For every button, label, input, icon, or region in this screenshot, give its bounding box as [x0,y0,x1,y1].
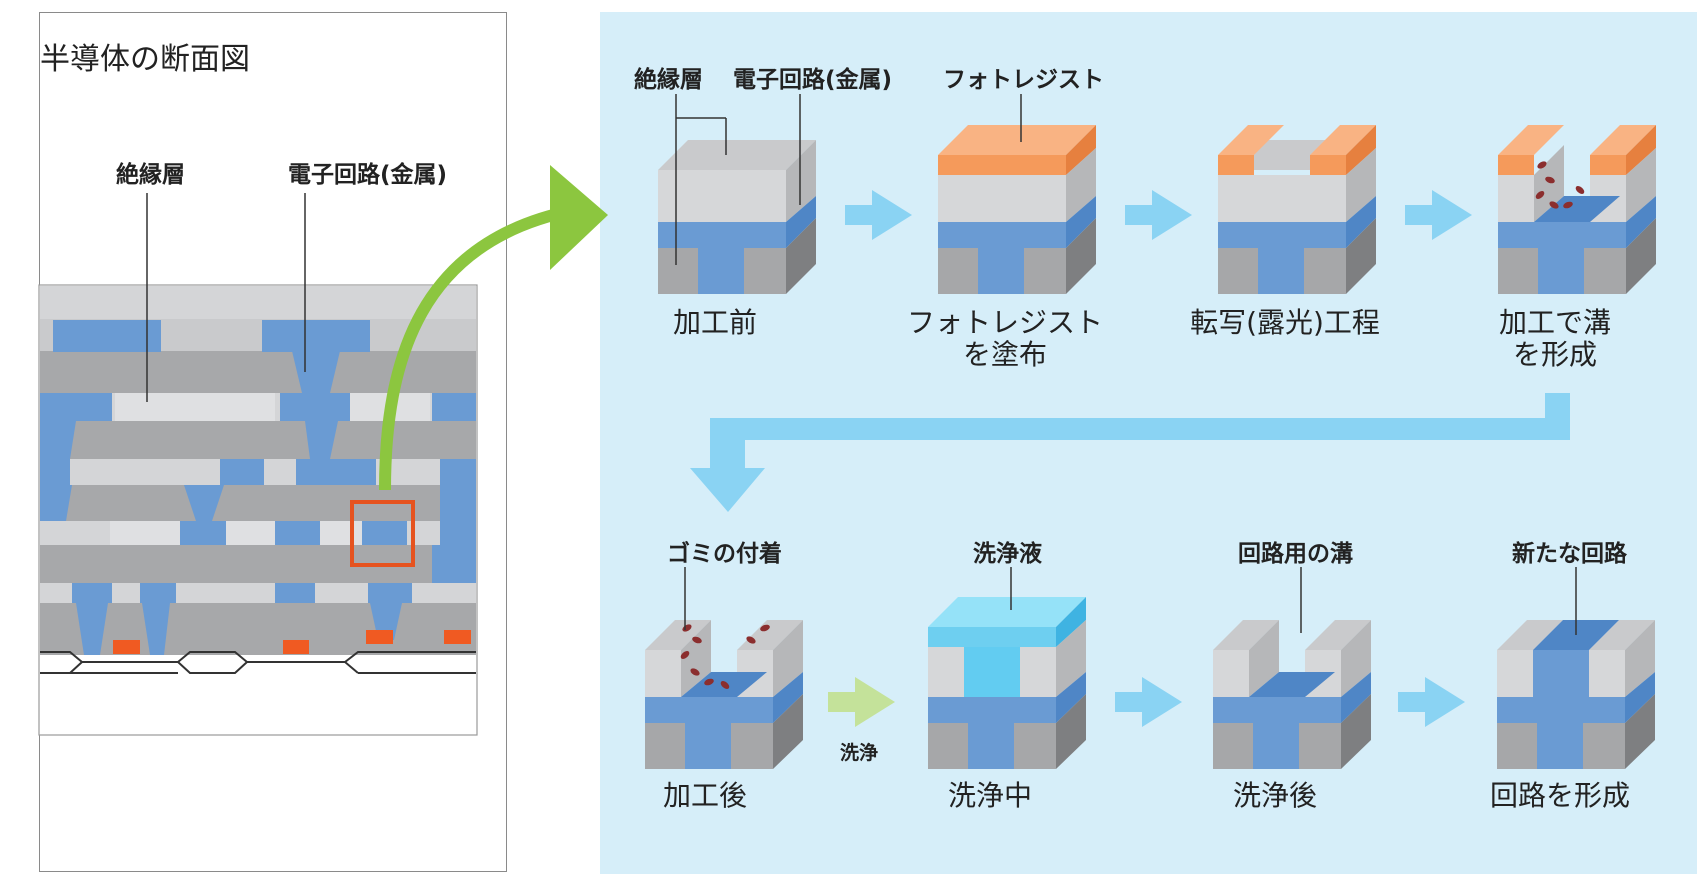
callout-trench: 回路用の溝 [1238,541,1353,567]
block-cleaning [928,567,1086,769]
block-after-etch [645,567,803,769]
metal-lines [40,320,476,655]
label-circuit-top: 電子回路(金属) [733,67,893,93]
wash-label: 洗浄 [840,742,879,764]
label-insulator: 絶縁層 [116,162,185,188]
step-new-circuit: 回路を形成 [1489,779,1630,812]
top-arrows [845,190,1472,240]
step-photoresist-line1: フォトレジスト [906,306,1103,339]
wash-arrow [828,677,895,727]
zoom-arrow [379,165,608,491]
bottom-arrows [1115,677,1465,727]
callout-debris: ゴミの付着 [667,541,782,567]
block-new-circuit [1497,567,1655,769]
step-trench-line2: を形成 [1512,338,1597,371]
block-photoresist [938,94,1096,294]
block-before [658,94,816,294]
step-trench: 加工で溝 を形成 [1465,307,1645,371]
step-trench-line1: 加工で溝 [1498,306,1611,339]
callout-new-circuit: 新たな回路 [1512,541,1627,567]
contacts [113,630,471,654]
step-photoresist-line2: を塗布 [962,338,1047,371]
step-before-line1: 加工前 [672,306,757,339]
step-cleaning: 洗浄中 [947,779,1032,812]
highlight-box [350,500,415,567]
block-exposure [1218,125,1376,294]
step-exposure-line1: 転写(露光)工程 [1190,306,1380,339]
step-after-etch: 加工後 [662,779,747,812]
step-before: 加工前 [640,307,790,339]
label-circuit: 電子回路(金属) [288,162,448,188]
label-insulator-top: 絶縁層 [634,67,703,93]
block-trench [1498,125,1656,294]
step-photoresist: フォトレジスト を塗布 [880,307,1130,371]
label-photoresist: フォトレジスト [943,67,1104,93]
panel-title: 半導体の断面図 [40,42,250,77]
cross-section [38,193,478,736]
row-connector-arrow [690,393,1570,512]
callout-cleaning-liquid: 洗浄液 [973,541,1042,567]
debris [1535,161,1585,209]
step-exposure: 転写(露光)工程 [1165,307,1405,339]
block-cleaned [1213,567,1371,769]
step-cleaned: 洗浄後 [1232,779,1317,812]
